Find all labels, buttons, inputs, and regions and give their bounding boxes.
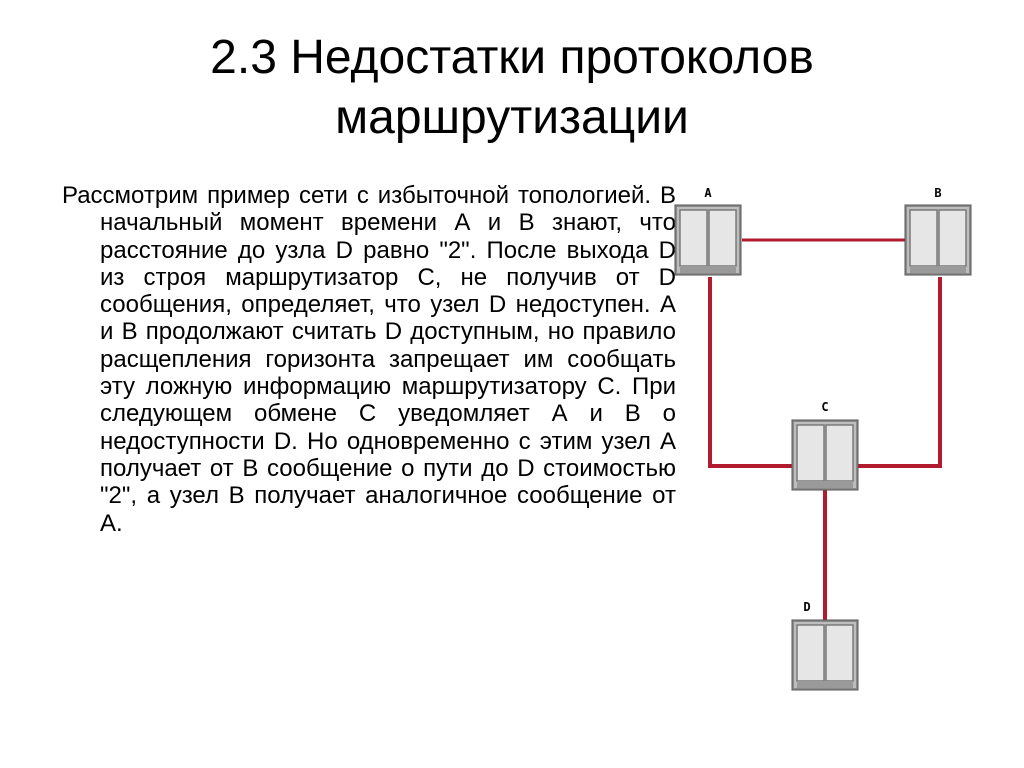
- router-d-label: D: [803, 600, 810, 614]
- slide-body-text: Рассмотрим пример сети с избыточной топо…: [62, 182, 676, 537]
- network-topology-diagram: A B C D: [674, 186, 972, 691]
- slide-title-line-1: 2.3 Недостатки протоколов: [210, 31, 814, 84]
- slide-title: 2.3 Недостатки протоколов маршрутизации: [0, 28, 1024, 148]
- router-icon: [791, 619, 859, 691]
- slide-title-line-2: маршрутизации: [335, 91, 689, 144]
- router-a: A: [674, 186, 742, 276]
- router-b-label: B: [934, 186, 941, 200]
- network-links: [708, 238, 942, 620]
- router-c: C: [791, 400, 859, 491]
- router-icon: [791, 419, 859, 491]
- router-icon: [674, 204, 742, 276]
- router-icon: [904, 204, 972, 276]
- router-a-label: A: [704, 186, 712, 200]
- router-b: B: [904, 186, 972, 276]
- router-d: D: [791, 600, 859, 691]
- router-c-label: C: [821, 400, 828, 414]
- link-b-c: [858, 277, 942, 468]
- link-a-c: [708, 277, 792, 468]
